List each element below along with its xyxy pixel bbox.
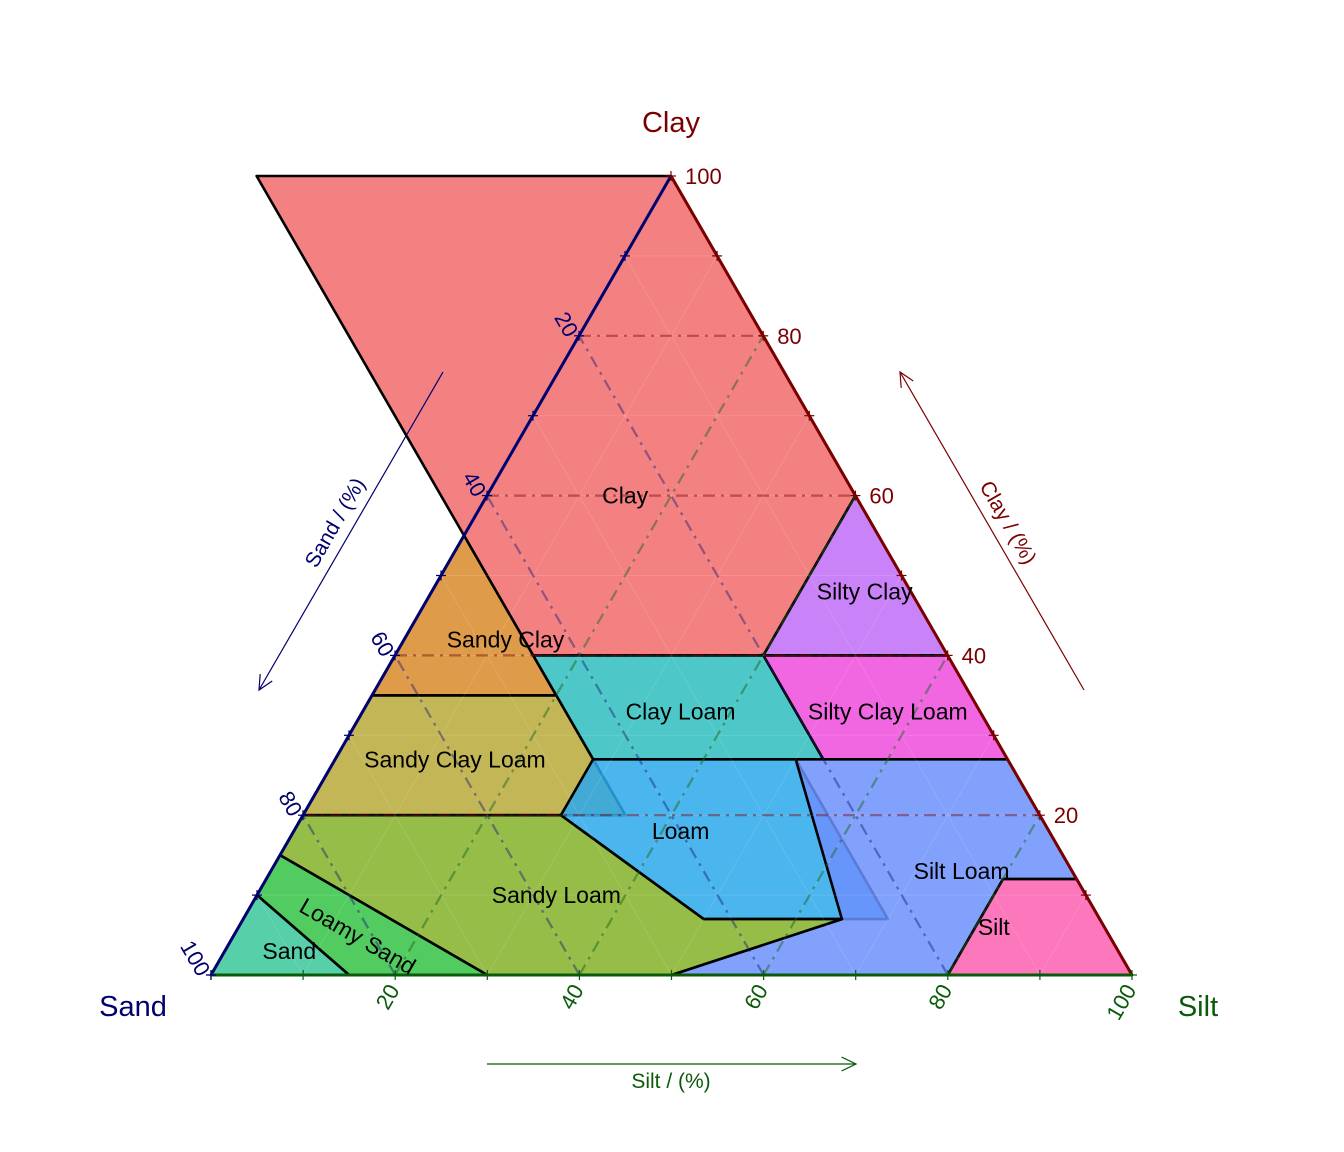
sand-direction-arrow-head [258,673,273,692]
grid-line-silt [578,495,857,976]
corner-label-silt: Silt [1178,991,1218,1023]
clay-direction-arrow-head [899,370,914,389]
grid-line-minor-silt [302,255,718,976]
grid-line-minor-silt [578,495,856,976]
grid-line-minor-sand [394,655,580,976]
sand-direction-arrow [258,371,444,691]
region-label-silt-loam: Silt Loam [914,858,1010,884]
region-label-clay-loam: Clay Loam [626,698,736,724]
grid-line-minor-silt [394,335,764,976]
clay-axis-title: Clay / (%) [975,477,1041,568]
grid-line-minor-silt [855,735,995,976]
region-label-silty-clay: Silty Clay [817,578,913,604]
grid-line-minor-sand [624,255,1041,976]
grid-line-minor-silt [763,655,949,976]
grid-line-sand [394,654,581,976]
region-layer [209,174,1134,977]
sand-tick-label: 100 [175,936,215,980]
region-label-sandy-clay: Sandy Clay [447,626,565,652]
grid-line-minor-sand [302,814,396,976]
grid-line-minor-silt [1039,894,1087,976]
grid-line-minor-silt [947,814,1041,976]
grid-line-silt [762,654,949,976]
clay-tick-label: 60 [869,484,893,509]
silt-tick-label: 100 [1101,980,1141,1024]
silt-axis-title: Silt / (%) [631,1070,710,1093]
grid-line-minor-sand [440,575,672,976]
silt-tick-label: 40 [555,980,589,1014]
region-label-sandy-clay-loam: Sandy Clay Loam [364,746,546,772]
region-label-silty-clay-loam: Silty Clay Loam [808,698,968,724]
silt-tick-label: 60 [739,980,773,1014]
clay-tick-label: 100 [685,164,722,189]
grid-line-minor-sand [532,415,857,976]
grid-layer [256,255,1087,976]
grid-line-minor-sand [256,894,304,976]
grid-line-sand [578,335,949,976]
region-label-silt: Silt [978,914,1011,940]
silt-tick-label: 80 [923,980,957,1014]
region-label-loam: Loam [652,818,710,844]
grid-line-silt [394,335,765,976]
silt-tick-label: 20 [371,980,405,1014]
clay-tick-label: 40 [962,643,986,668]
corner-label-sand: Sand [99,991,167,1023]
clay-tick-label: 20 [1054,803,1078,828]
grid-line-silt [946,814,1041,976]
grid-line-minor-silt [671,575,902,976]
clay-tick-label: 80 [777,324,801,349]
corner-label-clay: Clay [642,107,701,139]
clay-direction-arrow [899,371,1085,691]
region-label-sand: Sand [262,938,316,964]
grid-line-minor-silt [486,415,810,976]
silt-direction-arrow-head [841,1056,858,1072]
grid-line-sand [486,495,765,976]
grid-line-minor-sand [578,335,949,976]
grid-line-minor-sand [486,495,765,976]
region-label-clay: Clay [602,483,649,509]
grid-line-sand [302,814,397,976]
region-label-sandy-loam: Sandy Loam [492,882,621,908]
grid-line-minor-sand [348,735,488,976]
